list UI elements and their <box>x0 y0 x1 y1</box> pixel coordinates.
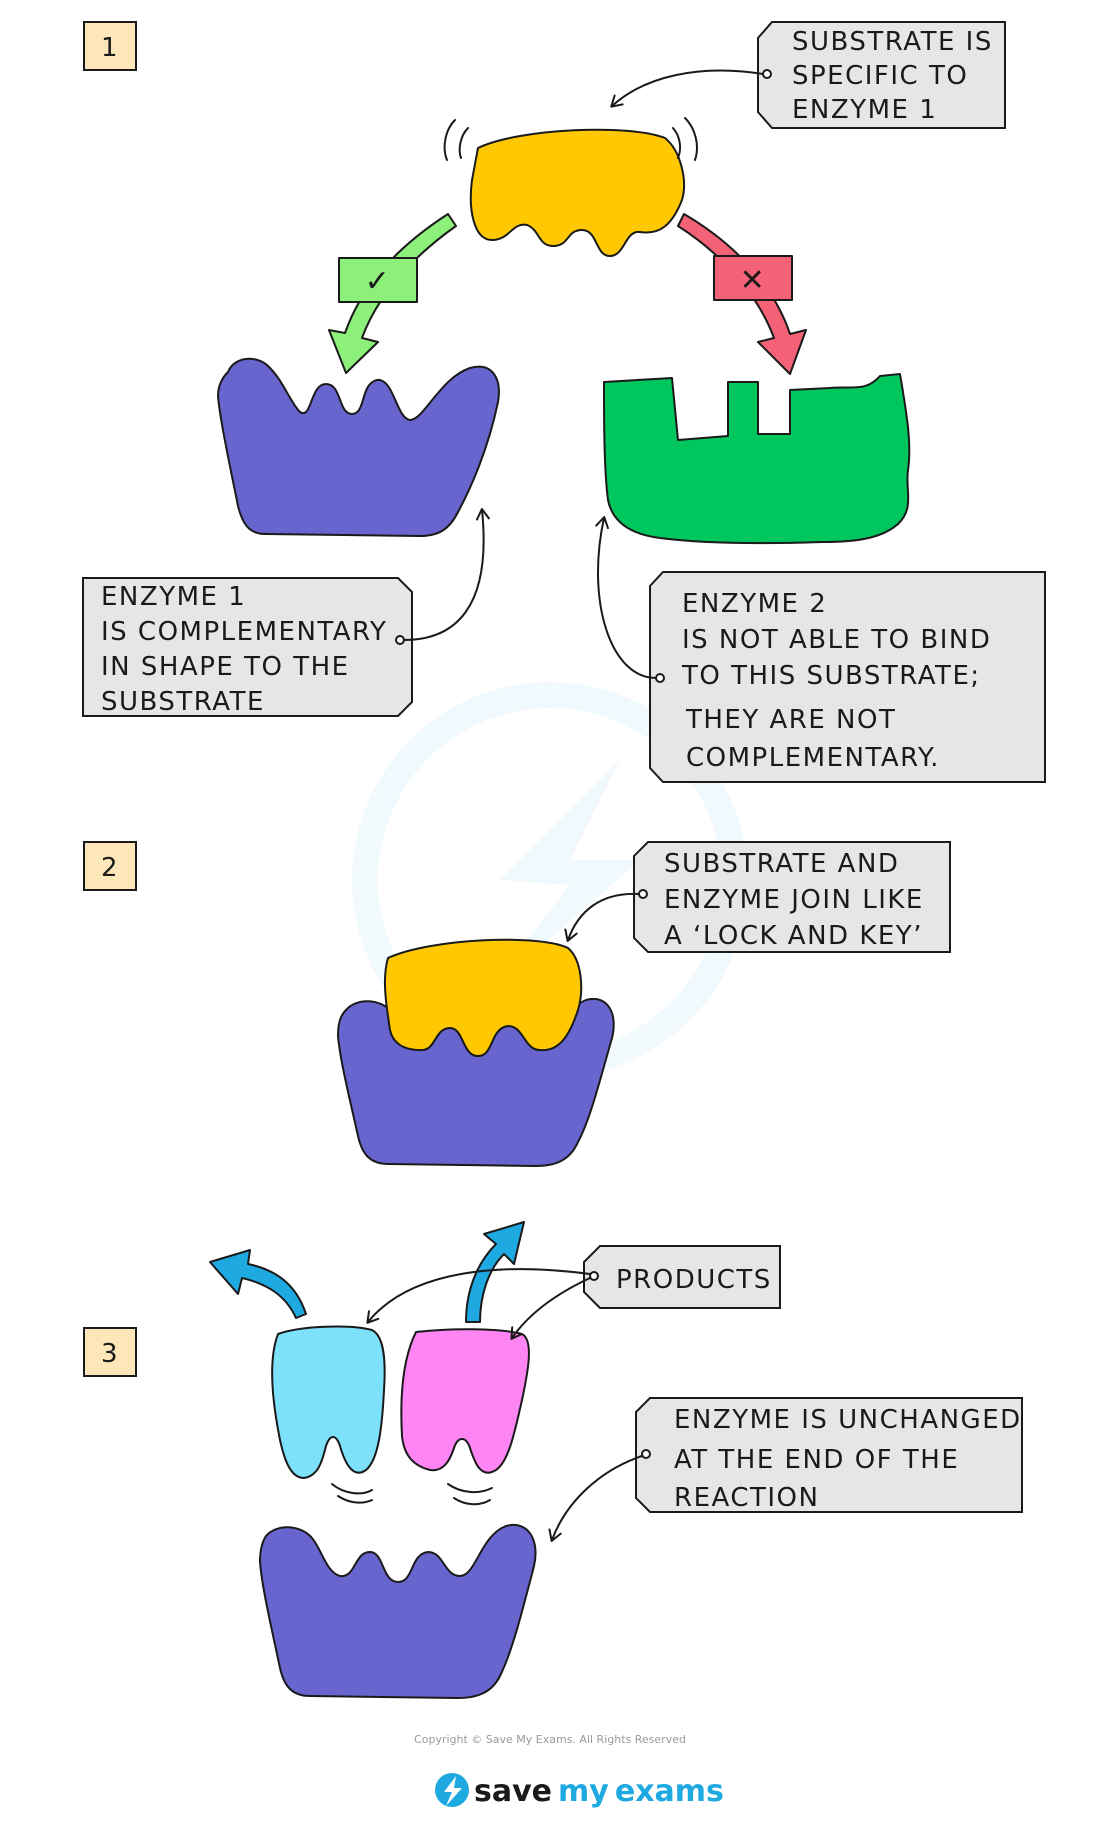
svg-text:THEY ARE NOT: THEY ARE NOT <box>685 705 896 735</box>
brand-my: my <box>558 1774 609 1809</box>
svg-text:PRODUCTS: PRODUCTS <box>616 1265 772 1295</box>
pointer-to-enzyme-step3 <box>548 1455 643 1542</box>
check-icon: ✓ <box>365 264 392 299</box>
product-left <box>271 1325 386 1479</box>
callout-line: IS NOT ABLE TO BIND <box>682 625 991 655</box>
enzyme1-step3 <box>259 1523 537 1699</box>
incorrect-arrow: ✕ <box>677 213 807 375</box>
product-right <box>400 1328 530 1474</box>
svg-text:IN SHAPE TO THE: IN SHAPE TO THE <box>101 652 350 682</box>
enzyme-substrate-complex <box>337 938 615 1167</box>
release-arrow-right <box>465 1221 525 1323</box>
callout-line: REACTION <box>674 1483 819 1513</box>
enzyme1-step1 <box>217 357 500 537</box>
svg-text:SUBSTRATE AND: SUBSTRATE AND <box>664 849 899 879</box>
callout-line: ENZYME 1 <box>792 95 937 125</box>
callout-line: TO THIS SUBSTRATE; <box>681 661 981 691</box>
callout-line: ENZYME IS UNCHANGED <box>674 1405 1022 1435</box>
svg-text:TO THIS SUBSTRATE;: TO THIS SUBSTRATE; <box>681 661 981 691</box>
copyright-text: Copyright © Save My Exams. All Rights Re… <box>414 1733 686 1746</box>
svg-text:ENZYME JOIN LIKE: ENZYME JOIN LIKE <box>664 885 924 915</box>
correct-arrow: ✓ <box>328 213 457 374</box>
brand-save: save <box>474 1774 552 1809</box>
svg-text:IS NOT ABLE TO BIND: IS NOT ABLE TO BIND <box>682 625 991 655</box>
svg-text:SPECIFIC TO: SPECIFIC TO <box>792 61 968 91</box>
pointer-to-enzyme1 <box>403 508 490 641</box>
pointer-to-complex <box>564 892 640 942</box>
callout-line: IN SHAPE TO THE <box>101 652 350 682</box>
pointer-to-substrate <box>610 69 764 108</box>
svg-text:ENZYME 1: ENZYME 1 <box>101 582 246 612</box>
callout-unchanged: ENZYME IS UNCHANGED AT THE END OF THE RE… <box>635 1397 1023 1513</box>
svg-text:ENZYME 2: ENZYME 2 <box>682 589 827 619</box>
callout-line: AT THE END OF THE <box>674 1445 959 1475</box>
callout-line: A ‘LOCK AND KEY’ <box>664 921 923 951</box>
pointer-to-enzyme2 <box>595 516 657 679</box>
callout-line: SUBSTRATE <box>101 687 265 717</box>
callout-line: THEY ARE NOT <box>685 705 896 735</box>
callout-line: IS COMPLEMENTARY <box>101 617 387 647</box>
svg-text:SUBSTRATE IS: SUBSTRATE IS <box>792 27 993 57</box>
callout-enzyme1: ENZYME 1 IS COMPLEMENTARY IN SHAPE TO TH… <box>82 577 413 717</box>
incorrect-badge <box>713 255 793 301</box>
callout-lock-and-key: SUBSTRATE AND ENZYME JOIN LIKE A ‘LOCK A… <box>633 841 951 953</box>
svg-text:REACTION: REACTION <box>674 1483 819 1513</box>
brand-exams: exams <box>615 1774 724 1809</box>
svg-text:COMPLEMENTARY.: COMPLEMENTARY. <box>686 743 940 773</box>
step-2-number: 2 <box>101 853 119 883</box>
callout-line: ENZYME 2 <box>682 589 827 619</box>
step-3-number: 3 <box>101 1339 119 1369</box>
step-1-number: 1 <box>101 33 119 63</box>
callout-line: SPECIFIC TO <box>792 61 968 91</box>
cross-icon: ✕ <box>740 263 767 298</box>
svg-text:ENZYME IS UNCHANGED: ENZYME IS UNCHANGED <box>674 1405 1022 1435</box>
substrate-step1 <box>443 117 698 257</box>
pointer-to-product-left <box>366 1268 591 1324</box>
enzyme2-step1 <box>603 373 911 545</box>
svg-text:ENZYME 1: ENZYME 1 <box>792 95 937 125</box>
svg-text:IS COMPLEMENTARY: IS COMPLEMENTARY <box>101 617 387 647</box>
svg-text:A ‘LOCK AND KEY’: A ‘LOCK AND KEY’ <box>664 921 923 951</box>
correct-badge <box>338 257 418 303</box>
release-arrow-left <box>209 1249 307 1319</box>
step-1-badge: 1 <box>83 21 137 71</box>
callout-substrate-specific: SUBSTRATE IS SPECIFIC TO ENZYME 1 <box>757 21 1006 129</box>
callout-products: PRODUCTS <box>583 1245 781 1309</box>
callout-line: PRODUCTS <box>616 1265 772 1295</box>
callout-line: COMPLEMENTARY. <box>686 743 940 773</box>
svg-text:SUBSTRATE: SUBSTRATE <box>101 687 265 717</box>
callout-line: SUBSTRATE AND <box>664 849 899 879</box>
callout-line: SUBSTRATE IS <box>792 27 993 57</box>
svg-text:AT THE END OF THE: AT THE END OF THE <box>674 1445 959 1475</box>
callout-enzyme2: ENZYME 2 IS NOT ABLE TO BIND TO THIS SUB… <box>649 571 1046 783</box>
callout-line: ENZYME 1 <box>101 582 246 612</box>
release-motion-lines <box>331 1483 493 1506</box>
step-2-badge: 2 <box>83 841 137 891</box>
callout-line: ENZYME JOIN LIKE <box>664 885 924 915</box>
pointer-to-product-right <box>510 1277 591 1340</box>
step-3-badge: 3 <box>83 1327 137 1377</box>
